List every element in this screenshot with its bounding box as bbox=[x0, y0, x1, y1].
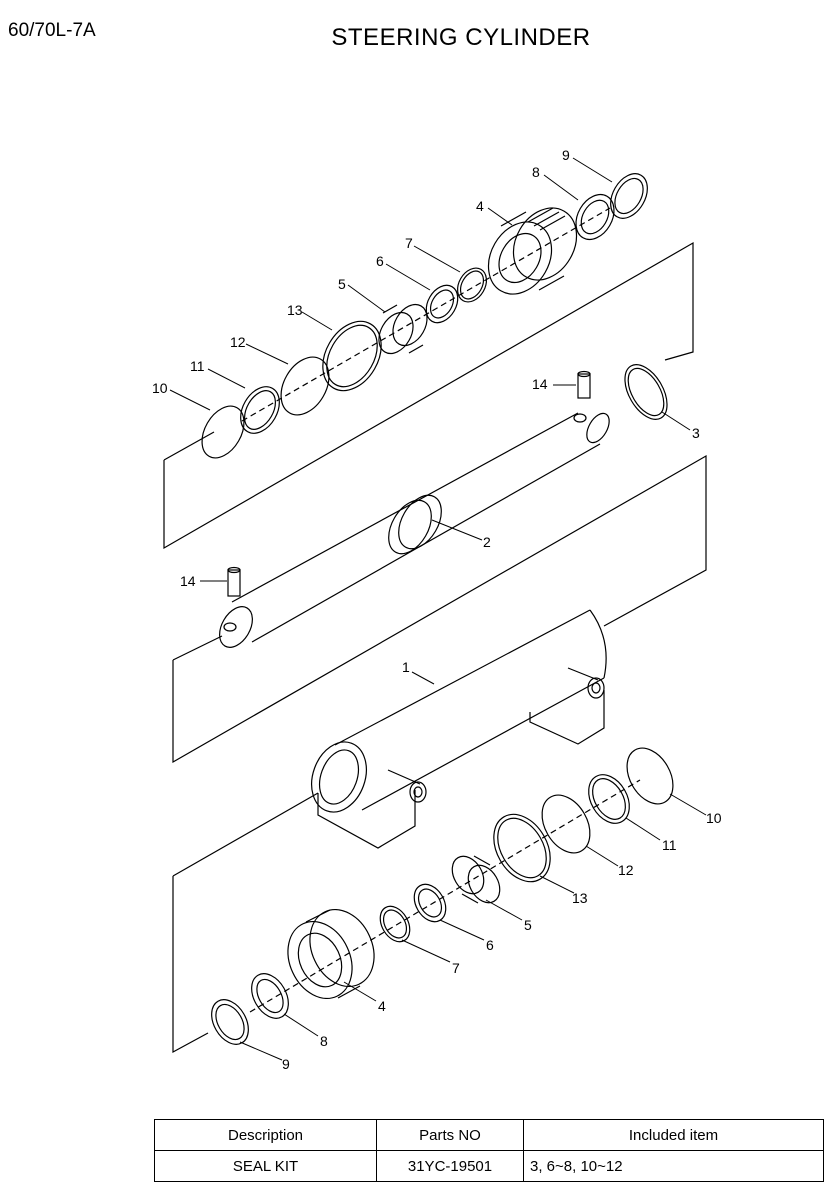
port-right bbox=[567, 667, 605, 699]
header-included-item: Included item bbox=[523, 1119, 824, 1151]
cylinder-tube-1 bbox=[311, 609, 607, 849]
backup-ring-6-top bbox=[425, 284, 459, 324]
callout-11-top: 11 bbox=[190, 358, 205, 374]
seal-13-bottom bbox=[493, 813, 551, 883]
callout-labels: 9 8 4 7 6 5 13 12 11 10 14 3 2 14 1 10 1… bbox=[152, 147, 722, 1072]
callout-5-top: 5 bbox=[338, 276, 346, 292]
callout-7-bottom: 7 bbox=[452, 960, 460, 976]
piston-rod-2 bbox=[219, 412, 610, 648]
wiper-10-top bbox=[201, 405, 245, 459]
cell-parts-no: 31YC-19501 bbox=[376, 1150, 524, 1182]
callout-2: 2 bbox=[483, 534, 491, 550]
callout-6-top: 6 bbox=[376, 253, 384, 269]
leader-lines bbox=[169, 157, 707, 1061]
callout-1: 1 bbox=[402, 659, 410, 675]
middle-frame-top-line bbox=[172, 635, 223, 661]
upper-centerline bbox=[241, 207, 611, 422]
callout-11-bottom: 11 bbox=[662, 837, 677, 853]
wiper-10-bottom bbox=[626, 747, 674, 805]
exploded-parts-diagram: 9 8 4 7 6 5 13 12 11 10 14 3 2 14 1 10 1… bbox=[152, 147, 722, 1072]
bushing-5-bottom bbox=[451, 855, 501, 904]
seal-13-top bbox=[322, 320, 382, 392]
retaining-ring-9-top bbox=[610, 173, 648, 219]
grease-nipple-14-right bbox=[577, 370, 591, 399]
callout-8-top: 8 bbox=[532, 164, 540, 180]
retaining-ring-9-bottom bbox=[211, 999, 249, 1045]
o-ring-7-bottom bbox=[379, 905, 411, 943]
callout-10-bottom: 10 bbox=[706, 810, 722, 826]
callout-6-bottom: 6 bbox=[486, 937, 494, 953]
backup-ring-8-bottom bbox=[251, 973, 289, 1019]
grease-nipple-14-left bbox=[227, 566, 241, 597]
callout-9-top: 9 bbox=[562, 147, 570, 163]
o-ring-7-top bbox=[456, 267, 488, 303]
upper-frame-top-line bbox=[163, 431, 215, 461]
ring-12-bottom bbox=[541, 794, 591, 854]
seal-3 bbox=[624, 364, 668, 420]
upper-frame-line bbox=[163, 241, 694, 550]
callout-9-bottom: 9 bbox=[282, 1056, 290, 1072]
header-description: Description bbox=[154, 1119, 377, 1151]
port-left bbox=[387, 769, 427, 803]
callout-3: 3 bbox=[692, 425, 700, 441]
table-row: SEAL KIT 31YC-19501 3, 6~8, 10~12 bbox=[154, 1150, 824, 1182]
table-header-row: Description Parts NO Included item bbox=[154, 1119, 824, 1151]
lower-frame-top-line bbox=[172, 792, 319, 877]
callout-13-bottom: 13 bbox=[572, 890, 588, 906]
middle-frame-line bbox=[172, 454, 707, 764]
callout-14-left: 14 bbox=[180, 573, 196, 589]
callout-12-bottom: 12 bbox=[618, 862, 634, 878]
cell-description: SEAL KIT bbox=[154, 1150, 377, 1182]
seal-kit-table: Description Parts NO Included item SEAL … bbox=[154, 1119, 824, 1182]
backup-ring-8-top bbox=[575, 193, 615, 241]
header-parts-no: Parts NO bbox=[376, 1119, 524, 1151]
model-code: 60/70L-7A bbox=[8, 20, 96, 41]
callout-14-right: 14 bbox=[532, 376, 548, 392]
gland-4-top bbox=[487, 207, 578, 295]
ring-12-top bbox=[280, 356, 330, 416]
callout-7-top: 7 bbox=[405, 235, 413, 251]
bushing-5-top bbox=[378, 303, 428, 355]
callout-13-top: 13 bbox=[287, 302, 303, 318]
lower-centerline bbox=[249, 779, 641, 1013]
callout-4-bottom: 4 bbox=[378, 998, 386, 1014]
callout-5-bottom: 5 bbox=[524, 917, 532, 933]
lower-frame-line bbox=[172, 876, 209, 1054]
cell-included-item: 3, 6~8, 10~12 bbox=[523, 1150, 824, 1182]
gland-4-bottom bbox=[287, 908, 375, 1000]
callout-12-top: 12 bbox=[230, 334, 246, 350]
page-title: STEERING CYLINDER bbox=[331, 24, 591, 51]
backup-ring-6-bottom bbox=[413, 883, 447, 923]
ring-11-top bbox=[240, 386, 280, 434]
callout-4-top: 4 bbox=[476, 198, 484, 214]
callout-8-bottom: 8 bbox=[320, 1033, 328, 1049]
callout-10-top: 10 bbox=[152, 380, 168, 396]
